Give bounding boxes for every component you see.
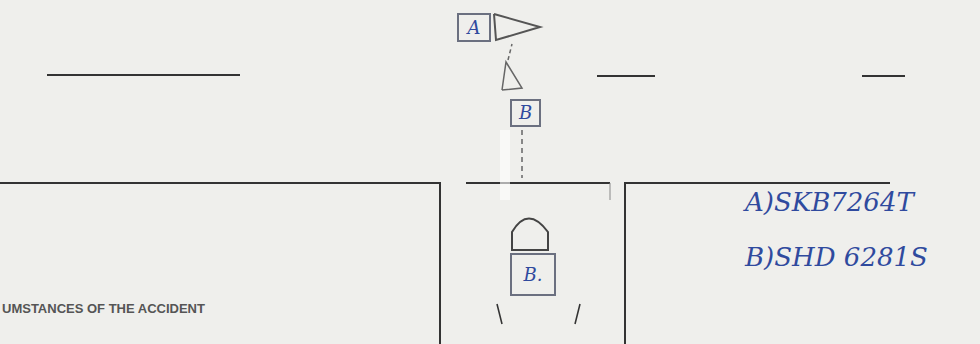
pen-ticks — [497, 304, 580, 324]
scan-glare — [500, 130, 510, 200]
car-a-front — [494, 14, 540, 40]
plate-number: B)SHD 6281S — [745, 243, 928, 272]
car-b-front — [512, 219, 548, 251]
plate-number: A)SKB7264T — [745, 188, 914, 217]
car-letter: B — [519, 104, 532, 122]
form-heading: UMSTANCES OF THE ACCIDENT — [2, 301, 205, 317]
car-letter: B. — [524, 266, 543, 284]
car-box: B — [510, 99, 541, 127]
car-letter: A — [468, 19, 481, 37]
lane-marks — [47, 75, 905, 76]
car-box: B. — [510, 253, 556, 296]
car-box: A — [457, 13, 491, 42]
